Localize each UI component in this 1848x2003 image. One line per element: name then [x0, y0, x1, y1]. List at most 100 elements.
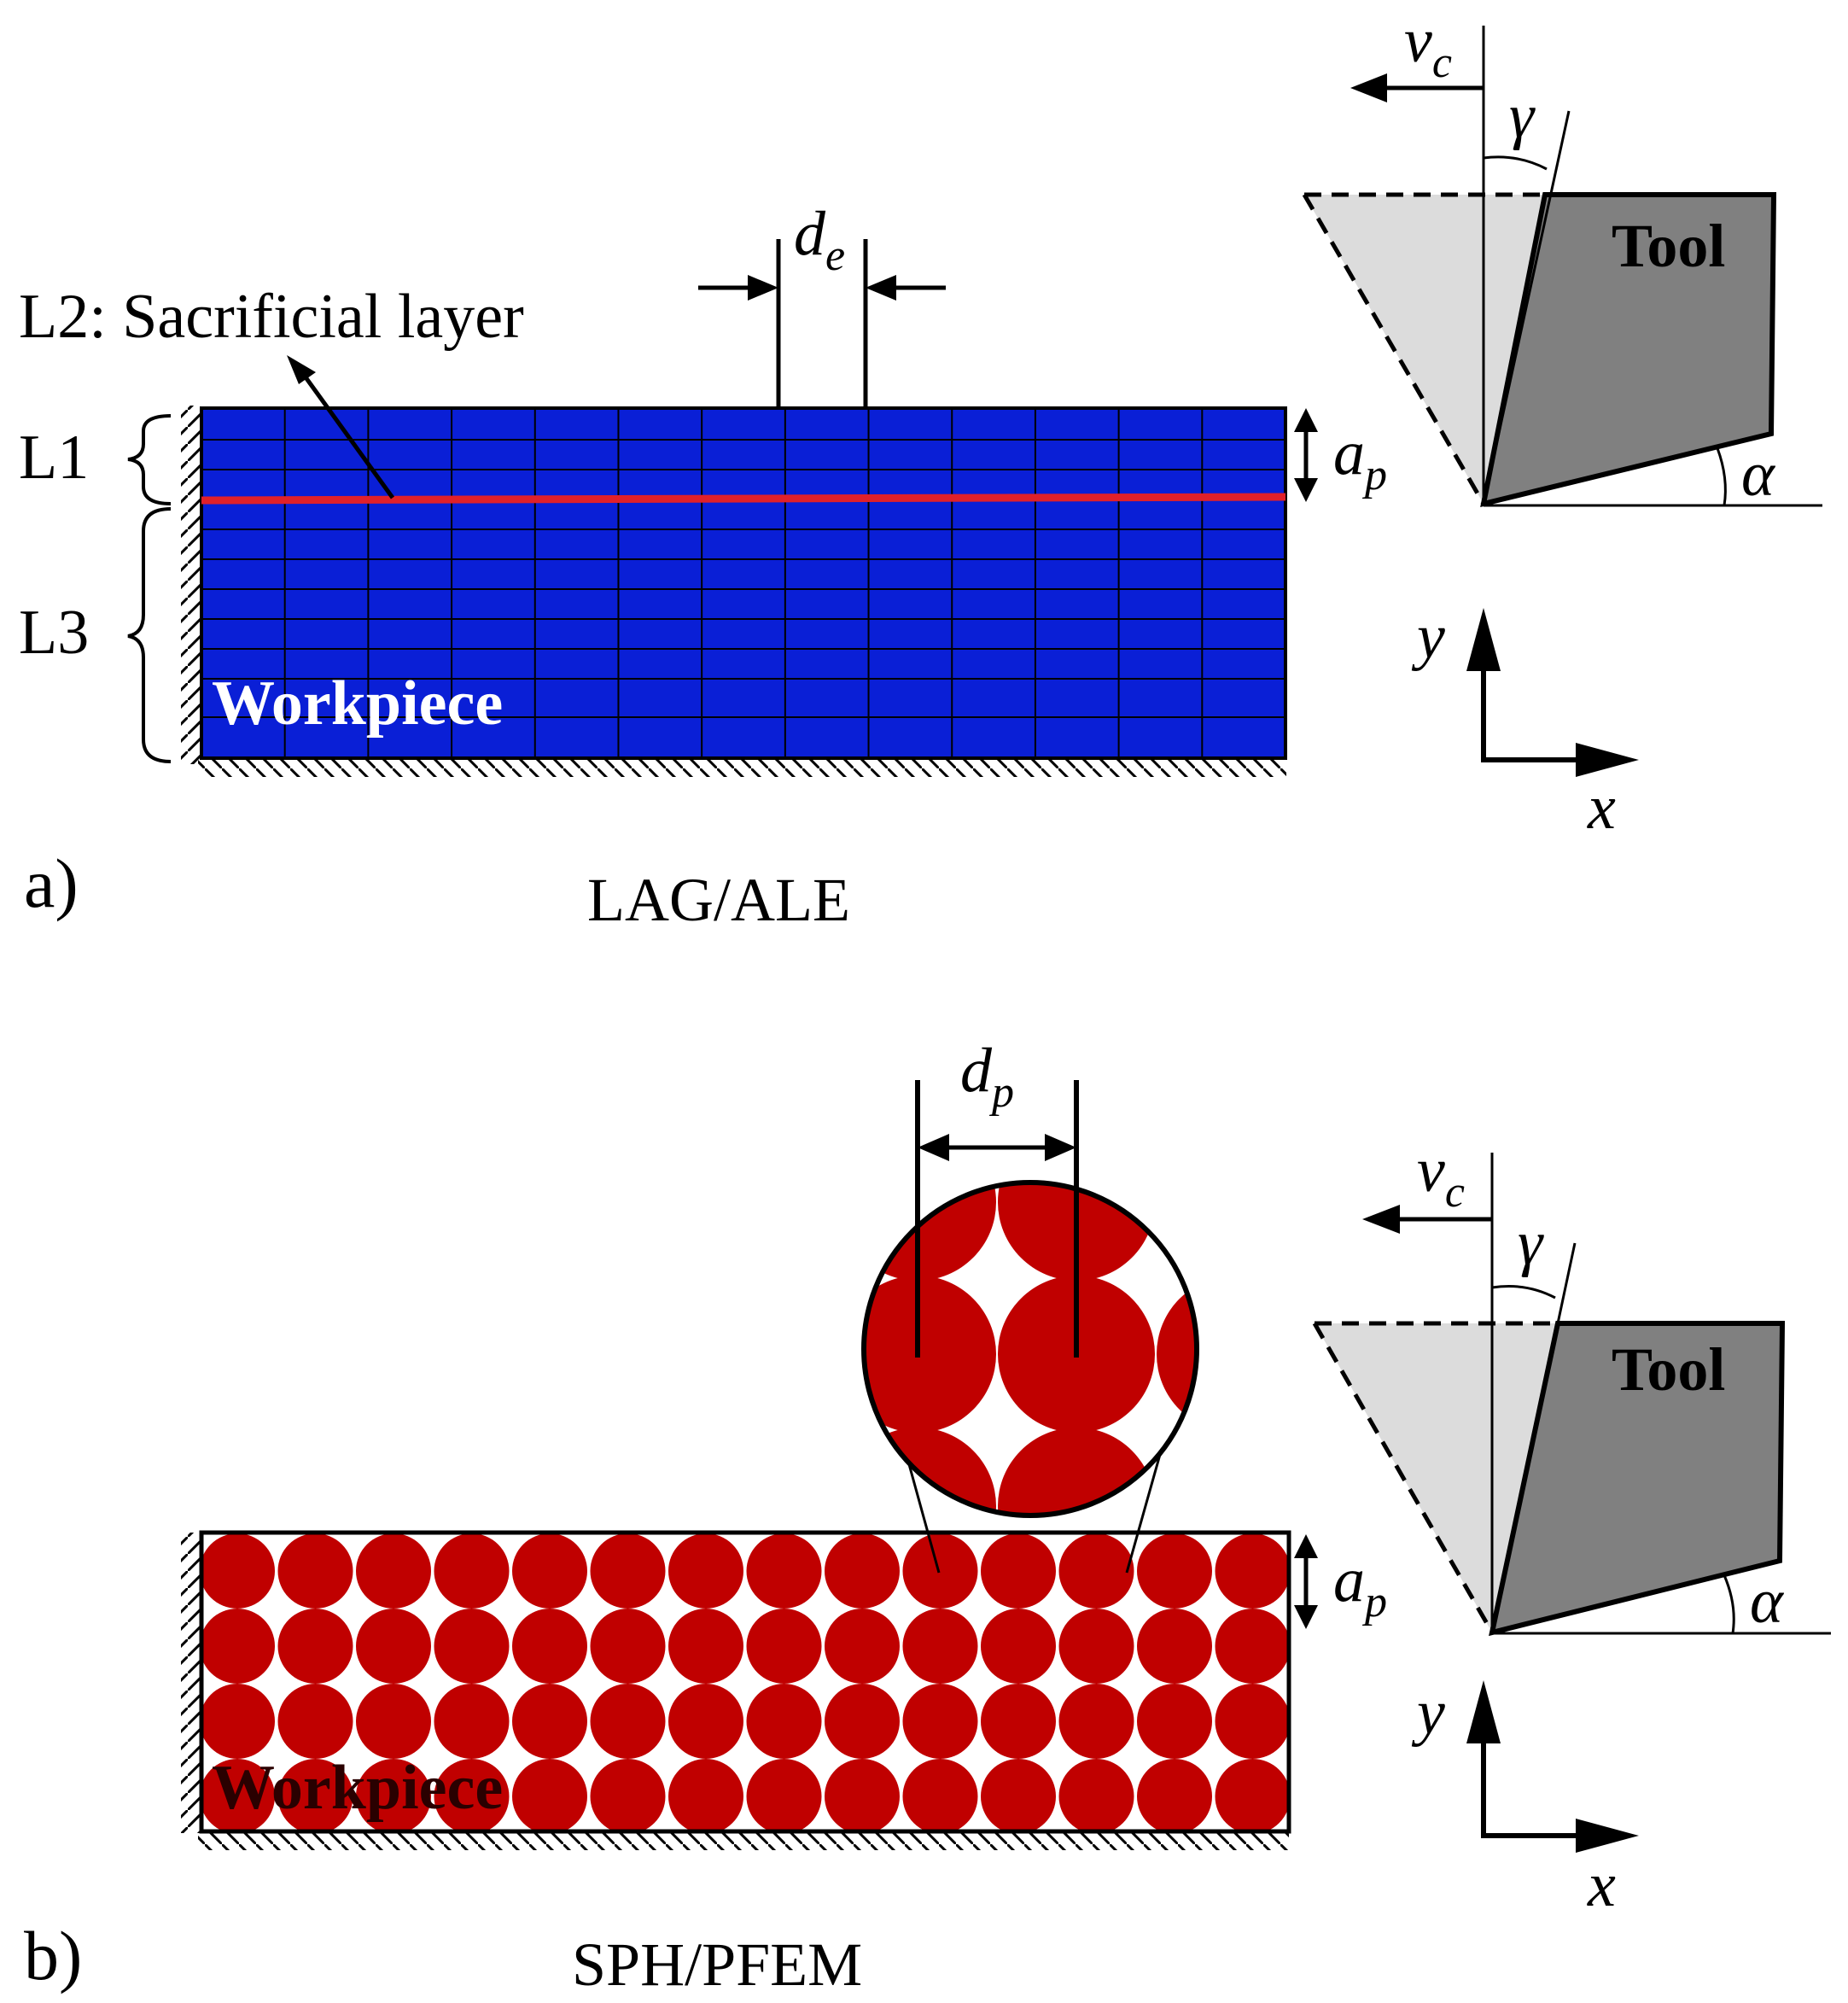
- clearance-angle-label: α: [1750, 1567, 1785, 1637]
- particle: [746, 1684, 822, 1759]
- particle: [825, 1609, 900, 1684]
- depth-of-cut-label: ap: [1333, 1545, 1387, 1626]
- particle: [981, 1684, 1056, 1759]
- particle: [1215, 1609, 1289, 1684]
- particle: [668, 1533, 743, 1609]
- particle: [434, 1533, 510, 1609]
- particle: [1137, 1759, 1212, 1831]
- zoom-particle: [998, 1428, 1155, 1515]
- particle: [1058, 1759, 1134, 1831]
- rake-angle-arc: [1483, 155, 1548, 171]
- workpiece-label: Workpiece: [212, 669, 503, 739]
- particle: [434, 1759, 510, 1831]
- particle: [1137, 1533, 1212, 1609]
- axis-y-label: y: [1411, 602, 1445, 672]
- panel-a-caption: LAG/ALE: [587, 866, 850, 934]
- rake-face-line: [1482, 110, 1571, 505]
- rake-angle-label: γ: [1518, 1208, 1544, 1278]
- workpiece-mesh: Workpiece: [200, 406, 1287, 760]
- zoom-connector: [907, 1463, 941, 1574]
- particle: [668, 1684, 743, 1759]
- particle: [1058, 1609, 1134, 1684]
- particle: [356, 1609, 431, 1684]
- particle: [277, 1609, 353, 1684]
- clearance-angle-arc: [1716, 447, 1727, 506]
- particle: [356, 1759, 431, 1831]
- particle: [1058, 1533, 1134, 1609]
- particle: [356, 1684, 431, 1759]
- dimension-arrow-icon: [1045, 1134, 1076, 1161]
- workpiece-particles: Workpiece: [199, 1530, 1368, 1834]
- tool-label: Tool: [1612, 1335, 1725, 1404]
- zoom-particle: [680, 1124, 837, 1281]
- fixed-support-icon: [198, 1831, 1289, 1850]
- clearance-angle-label: α: [1741, 440, 1776, 510]
- panel-a: Workpiece L2: Sacrificial layer L1 L3 de: [19, 6, 1822, 934]
- particle: [590, 1759, 666, 1831]
- particle: [825, 1684, 900, 1759]
- workpiece-label: Workpiece: [212, 1753, 503, 1823]
- axis-x-label: x: [1587, 1850, 1616, 1920]
- particle: [981, 1533, 1056, 1609]
- particle: [981, 1609, 1056, 1684]
- cutting-speed-label: vc: [1417, 1136, 1465, 1217]
- cutting-speed-arrow-icon: [1362, 1205, 1400, 1234]
- particle: [590, 1684, 666, 1759]
- fixed-support-icon: [181, 1533, 200, 1833]
- zoom-connector: [1125, 1451, 1163, 1574]
- panel-b: Workpiece dp ap: [24, 1036, 1831, 1999]
- axis-y-label: y: [1411, 1678, 1445, 1748]
- clearance-angle-arc: [1723, 1574, 1735, 1634]
- particle: [1137, 1609, 1212, 1684]
- depth-of-cut-indicator: ap: [1294, 1534, 1387, 1629]
- zoom-particle: [680, 1276, 837, 1433]
- particle: [277, 1759, 353, 1831]
- sacrificial-layer-line: [201, 493, 1286, 505]
- axis-arrow-icon: [1576, 743, 1639, 777]
- particle: [201, 1609, 275, 1684]
- tool-swept-region: [1315, 1323, 1558, 1632]
- particle: [1058, 1684, 1134, 1759]
- particle: [1137, 1684, 1212, 1759]
- particle: [356, 1533, 431, 1609]
- layer-l3-label: L3: [19, 598, 89, 668]
- particle: [1293, 1684, 1368, 1759]
- brace-l1: [127, 414, 172, 505]
- axis-arrow-icon: [1576, 1819, 1639, 1853]
- mesh-grid: [201, 408, 1285, 758]
- zoom-particle: [1157, 1183, 1197, 1281]
- particle: [512, 1533, 587, 1609]
- axis-arrow-icon: [1466, 608, 1501, 671]
- particle: [590, 1533, 666, 1609]
- particle: [434, 1684, 510, 1759]
- depth-of-cut-indicator: ap: [1294, 408, 1387, 502]
- particle: [590, 1609, 666, 1684]
- particle: [277, 1684, 353, 1759]
- zoom-particle: [1157, 1276, 1197, 1433]
- rake-face-line: [1490, 1242, 1577, 1633]
- cutting-speed-label: vc: [1404, 6, 1452, 87]
- particle: [1293, 1759, 1368, 1834]
- axis-arrow-icon: [1466, 1680, 1501, 1743]
- coordinate-axes-a: y x: [1411, 602, 1639, 843]
- particle: [902, 1533, 978, 1609]
- particle: [201, 1759, 275, 1831]
- particle: [746, 1609, 822, 1684]
- particle: [902, 1684, 978, 1759]
- pointer-arrow-icon: [287, 355, 316, 384]
- panel-a-label: a): [24, 844, 79, 922]
- sacrificial-layer-label: L2: Sacrificial layer: [19, 282, 524, 352]
- fixed-support-icon: [198, 758, 1286, 777]
- element-size-label: de: [794, 199, 845, 280]
- particle-grid: [201, 1533, 1368, 1834]
- dimension-arrow-icon: [866, 275, 896, 301]
- tool-b: Tool γ α vc: [1312, 1136, 1831, 1637]
- particle: [201, 1533, 275, 1609]
- tool-label: Tool: [1612, 212, 1725, 280]
- tool-body: [1480, 192, 1777, 508]
- particle: [512, 1684, 587, 1759]
- layer-l1-label: L1: [19, 423, 89, 493]
- particle: [1215, 1759, 1289, 1831]
- particle: [825, 1759, 900, 1831]
- particle-size-label: dp: [960, 1036, 1014, 1117]
